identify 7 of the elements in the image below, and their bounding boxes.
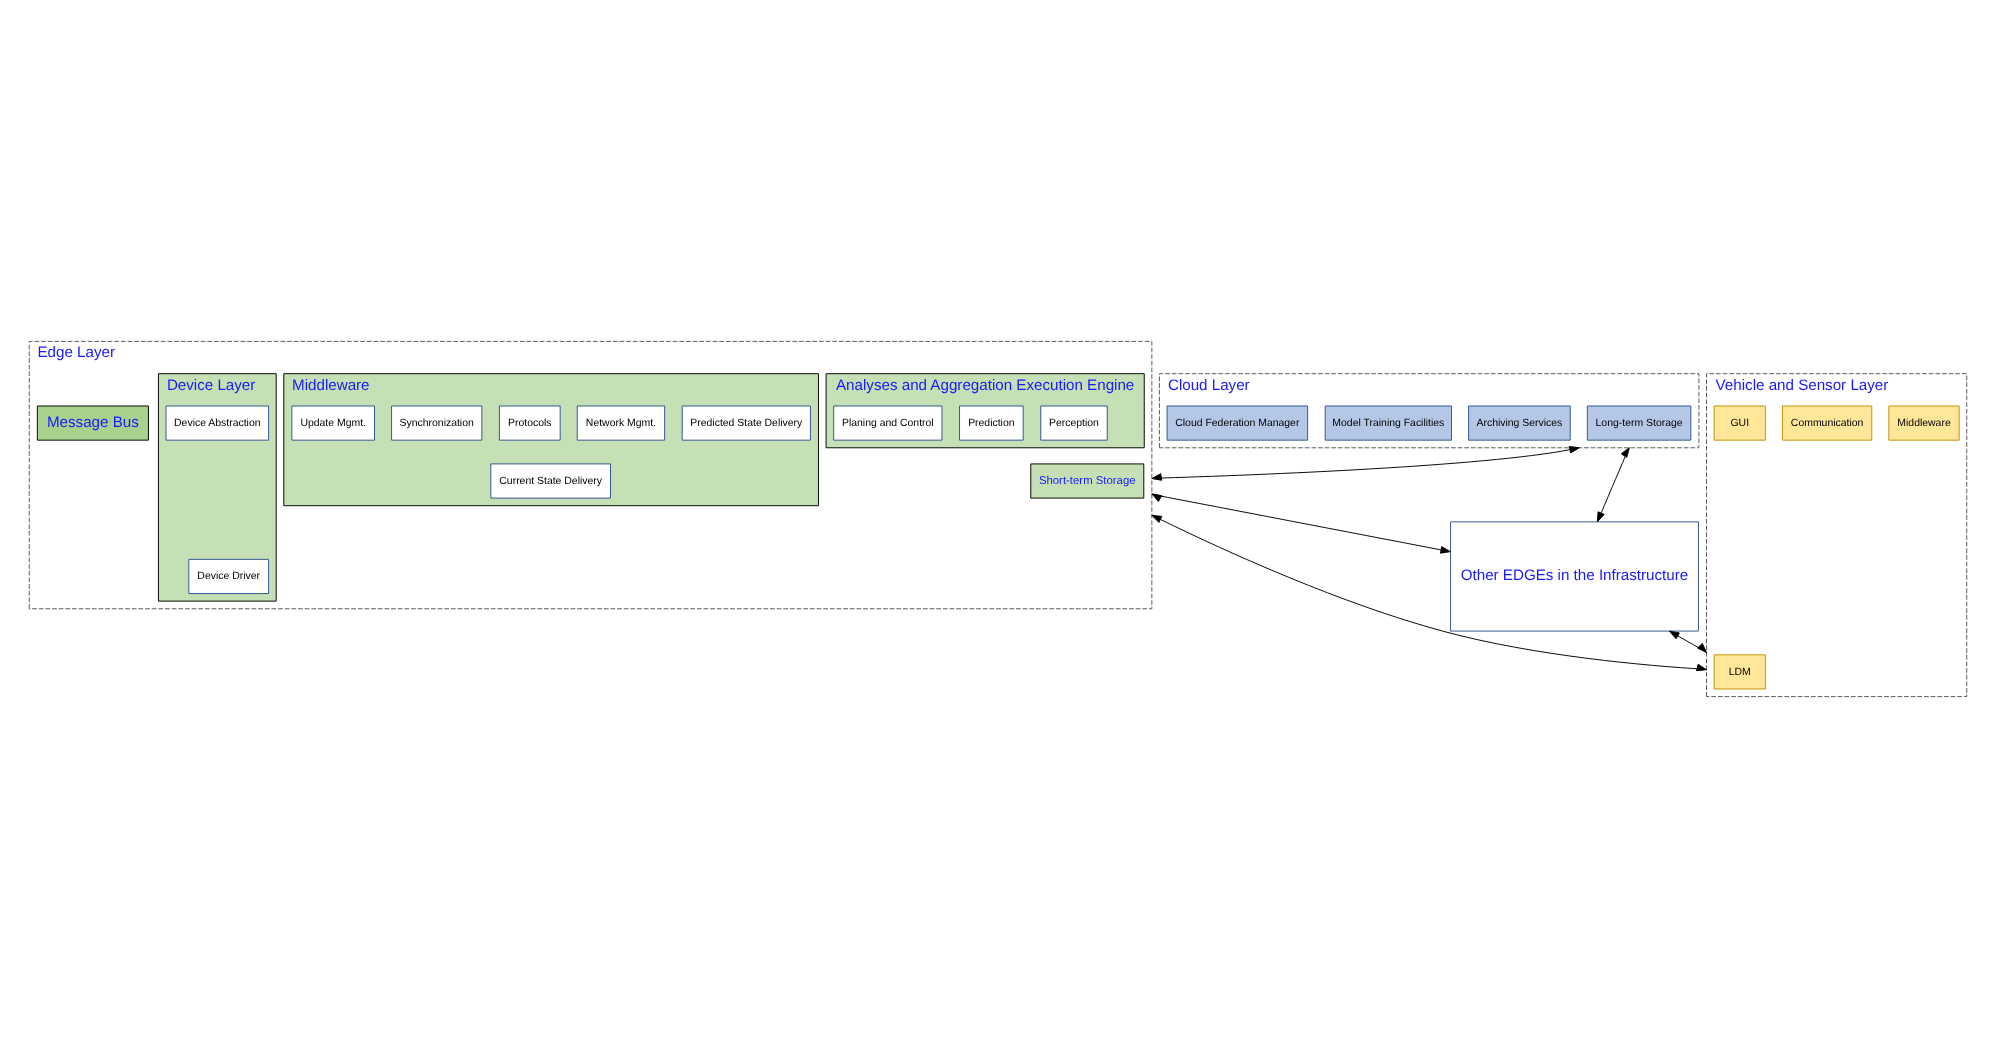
arrow bbox=[1151, 445, 1580, 481]
arrow bbox=[1596, 447, 1630, 523]
node-box: Other EDGEs in the Infrastructure bbox=[1450, 521, 1699, 632]
node-box: Message Bus bbox=[36, 405, 149, 441]
arrow bbox=[1151, 514, 1707, 672]
arrow bbox=[1668, 630, 1707, 654]
arrow bbox=[1151, 493, 1451, 554]
